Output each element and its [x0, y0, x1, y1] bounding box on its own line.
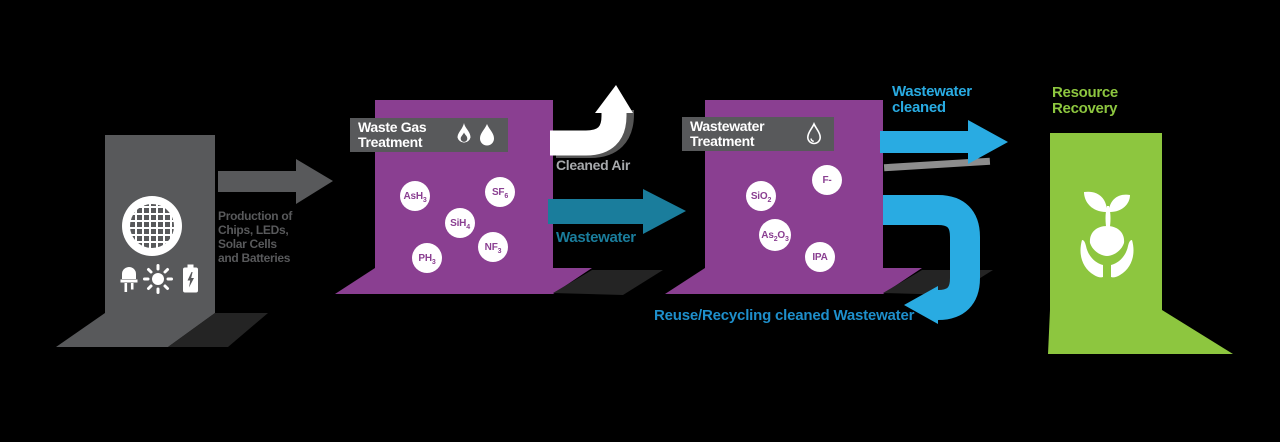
- fab-products-label: Production of Chips, LEDs, Solar Cells a…: [218, 209, 292, 265]
- wastewater-title-line1: Wastewater: [690, 118, 765, 134]
- fab-box: [105, 135, 215, 313]
- fab-products-line3: Solar Cells: [218, 237, 277, 251]
- cleaned-air-arrow: [550, 85, 634, 158]
- led-icon: [120, 267, 138, 292]
- wastewater-arrow: [548, 189, 686, 234]
- wastewater-arrow-label: Wastewater: [556, 229, 636, 246]
- wastewater-cleaned-label: Wastewater cleaned: [892, 84, 972, 116]
- waste-gas-title-line2: Treatment: [358, 134, 423, 150]
- environment-floor-shape: [1048, 310, 1233, 354]
- droplet-icon: [480, 124, 494, 146]
- wafer-icon: [122, 196, 182, 256]
- droplet-outline-icon: [806, 122, 822, 145]
- chem-bubble-ph3: PH3: [412, 243, 442, 273]
- resource-recovery-label: Resource Recovery: [1052, 85, 1118, 117]
- chem-bubble-fluoride: F-: [812, 165, 842, 195]
- resource-recovery-line1: Resource: [1052, 84, 1118, 101]
- chem-bubble-nf3: NF3: [478, 232, 508, 262]
- wastewater-treatment-header: Wastewater Treatment: [682, 117, 834, 151]
- fab-products-line4: and Batteries: [218, 251, 291, 265]
- fab-products-line2: Chips, LEDs,: [218, 223, 289, 237]
- cleaned-air-label: Cleaned Air: [556, 157, 630, 173]
- wastewater-cleaned-line1: Wastewater: [892, 83, 972, 100]
- chem-bubble-sf6: SF6: [485, 177, 515, 207]
- resource-recovery-line2: Recovery: [1052, 100, 1118, 117]
- environment-box: [1050, 133, 1162, 313]
- chem-bubble-sih4: SiH4: [445, 208, 475, 238]
- chem-bubble-as2o3: As2O3: [759, 219, 791, 251]
- reuse-recycling-label: Reuse/Recycling cleaned Wastewater: [654, 307, 915, 324]
- battery-icon: [183, 264, 198, 293]
- waste-gas-treatment-header: Waste Gas Treatment: [350, 118, 508, 152]
- waste-gas-title-line1: Waste Gas: [358, 119, 427, 135]
- wastewater-cleaned-line2: cleaned: [892, 99, 946, 116]
- wastewater-title-line2: Treatment: [690, 133, 755, 149]
- chem-bubble-ipa: IPA: [805, 242, 835, 272]
- flame-icon: [457, 123, 471, 143]
- fab-products-line1: Production of: [218, 209, 293, 223]
- chem-bubble-sio2: SiO2: [746, 181, 776, 211]
- chem-bubble-ash3: AsH3: [400, 181, 430, 211]
- fab-to-wastegas-arrow: [218, 159, 333, 204]
- hands-plant-icon: [1080, 191, 1134, 278]
- sun-icon: [143, 264, 173, 294]
